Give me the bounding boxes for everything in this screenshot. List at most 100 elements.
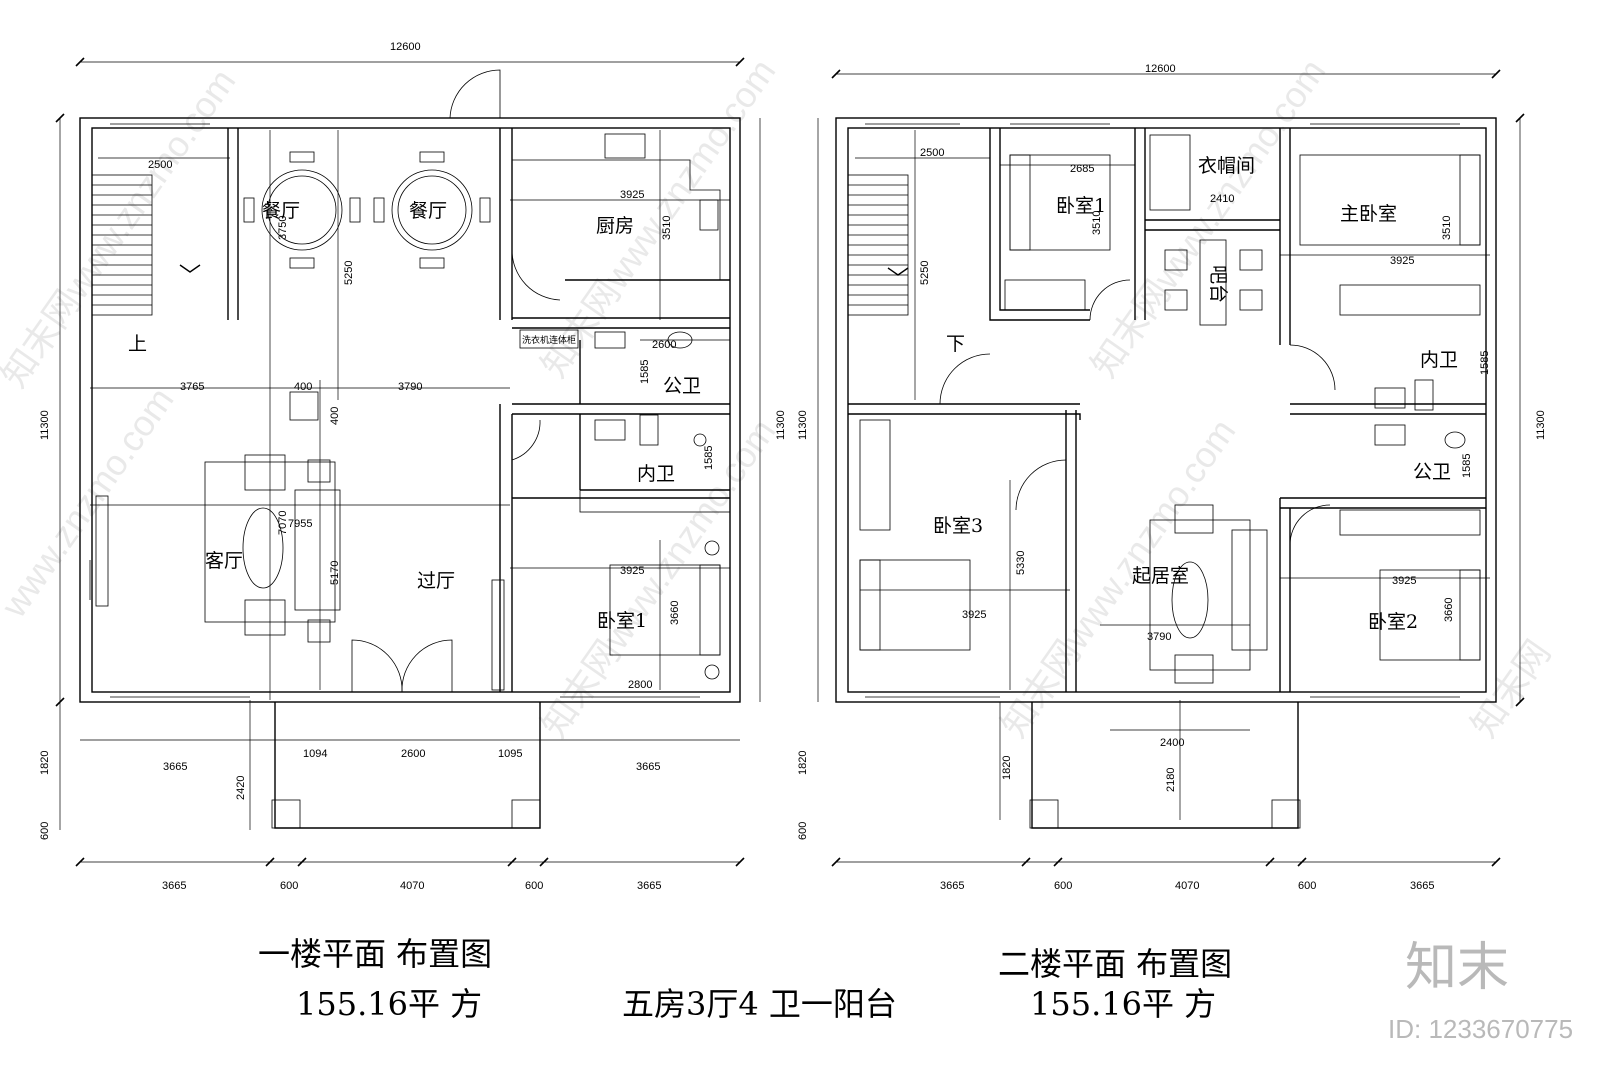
dim-row-a: 3765 bbox=[180, 381, 204, 393]
dim-inner-h: 1585 bbox=[703, 446, 715, 470]
dim-bed2-h: 3660 bbox=[1443, 598, 1455, 622]
dining-table-icon bbox=[243, 151, 491, 269]
bath-fixture-icon bbox=[594, 331, 707, 447]
dim-sofa: 5170 bbox=[329, 561, 341, 585]
plan-1-room-labels: 餐厅 餐厅 厨房 上 公卫 内卫 客厅 过厅 卧室1 洗衣机连体柜 bbox=[128, 200, 701, 632]
brand-logo: 知末 bbox=[1405, 938, 1509, 998]
svg-text:知末网www.znzmo.com: 知末网www.znzmo.com bbox=[993, 411, 1243, 744]
dim-porch-a: 1094 bbox=[303, 748, 327, 760]
room-label-inner-bath: 内卫 bbox=[1420, 349, 1458, 371]
plan-2-dimensions bbox=[817, 69, 1525, 867]
dim-stair-w: 2500 bbox=[920, 147, 944, 159]
dim-col-gap: 400 bbox=[329, 407, 341, 425]
dim-bot-c: 4070 bbox=[1175, 880, 1199, 892]
room-label-inner-bath: 内卫 bbox=[637, 463, 675, 485]
room-label-bedroom1: 卧室1 bbox=[1056, 195, 1106, 217]
svg-text:知末网: 知末网 bbox=[1463, 633, 1559, 745]
sofa-icon bbox=[204, 454, 341, 643]
plan-2-room-labels: 卧室1 衣帽间 主卧室 吧台 下 内卫 公卫 卧室3 起居室 卧室2 bbox=[933, 155, 1458, 633]
room-label-dining-a: 餐厅 bbox=[262, 200, 300, 222]
brand-watermark: 知末 ID: 1233670775 bbox=[1388, 938, 1573, 1044]
dim-top-total: 12600 bbox=[1145, 63, 1176, 75]
room-label-family: 起居室 bbox=[1132, 565, 1189, 587]
svg-text:知末网www.znzmo.com: 知末网www.znzmo.com bbox=[0, 61, 243, 394]
plan-1-walls bbox=[79, 69, 741, 829]
dim-porch-r: 3665 bbox=[636, 761, 660, 773]
dim-living-w: 7955 bbox=[288, 518, 312, 530]
room-label-bar: 吧台 bbox=[1207, 265, 1229, 303]
svg-text:www.znzmo.com: www.znzmo.com bbox=[0, 380, 181, 626]
dim-bot-a: 3665 bbox=[162, 880, 186, 892]
dim-family-w: 3790 bbox=[1147, 631, 1171, 643]
shoe-cabinet-icon bbox=[491, 579, 505, 691]
dim-pub-h: 1585 bbox=[1461, 454, 1473, 478]
wardrobe-icon bbox=[1149, 134, 1263, 326]
room-label-bedroom2: 卧室2 bbox=[1368, 611, 1418, 633]
dim-stair-w: 2500 bbox=[148, 159, 172, 171]
svg-text:知末网www.znzmo.com: 知末网www.znzmo.com bbox=[1083, 51, 1333, 384]
dim-wardrobe-w: 2410 bbox=[1210, 193, 1234, 205]
dim-living-h: 7070 bbox=[277, 511, 289, 535]
dim-bed3-h: 5330 bbox=[1015, 551, 1027, 575]
kitchen-counter-icon bbox=[512, 133, 721, 280]
plan-1: 餐厅 餐厅 厨房 上 公卫 内卫 客厅 过厅 卧室1 洗衣机连体柜 12600 … bbox=[39, 41, 787, 892]
dim-bot-b: 600 bbox=[280, 880, 298, 892]
bed-icon bbox=[579, 489, 731, 680]
room-label-stair-up: 上 bbox=[128, 333, 147, 355]
sofa-icon bbox=[1149, 504, 1268, 684]
dim-porch-base: 600 bbox=[797, 822, 809, 840]
dim-bed1-h: 3510 bbox=[1091, 211, 1103, 235]
dim-bed3-w: 3925 bbox=[962, 609, 986, 621]
dim-dining-h: 3750 bbox=[277, 216, 289, 240]
dim-master-w: 3925 bbox=[1390, 255, 1414, 267]
room-label-bedroom3: 卧室3 bbox=[933, 515, 983, 537]
dim-kitchen-h: 3510 bbox=[661, 216, 673, 240]
dim-porch-b: 2600 bbox=[401, 748, 425, 760]
dim-bath-h: 1585 bbox=[639, 360, 651, 384]
dim-row-c: 3790 bbox=[398, 381, 422, 393]
plan-1-title: 一楼平面 布置图 bbox=[258, 935, 492, 973]
dim-bed-h: 3660 bbox=[669, 601, 681, 625]
room-label-washer: 洗衣机连体柜 bbox=[522, 334, 576, 346]
dim-balcony-h: 2180 bbox=[1165, 768, 1177, 792]
dim-side-right: 11300 bbox=[775, 410, 787, 440]
dim-master-h: 3510 bbox=[1441, 216, 1453, 240]
dim-stair-h: 5250 bbox=[919, 261, 931, 285]
dim-top-total: 12600 bbox=[390, 41, 421, 53]
dim-side-left: 11300 bbox=[39, 410, 51, 440]
room-label-hall: 过厅 bbox=[417, 570, 455, 592]
dim-bath-w: 2600 bbox=[652, 339, 676, 351]
dim-bath-h: 1585 bbox=[1479, 351, 1491, 375]
tv-cabinet-icon bbox=[95, 495, 109, 607]
dim-bed-b: 2800 bbox=[628, 679, 652, 691]
dim-kitchen-w: 3925 bbox=[620, 189, 644, 201]
dim-side-right: 11300 bbox=[1535, 410, 1547, 440]
dim-bot-c: 4070 bbox=[400, 880, 424, 892]
dim-bot-d: 600 bbox=[1298, 880, 1316, 892]
dim-porch-side-outer: 1820 bbox=[797, 751, 809, 775]
dim-bot-d: 600 bbox=[525, 880, 543, 892]
plan-1-dim-labels: 12600 11300 11300 2500 3750 5250 3925 35… bbox=[39, 41, 787, 892]
bath-fixture-icon bbox=[1374, 379, 1466, 449]
dim-row-b: 400 bbox=[294, 381, 312, 393]
plan-1-dimensions bbox=[55, 57, 761, 867]
captions: 一楼平面 布置图 155.16平 方 五房3厅4 卫一阳台 二楼平面 布置图 1… bbox=[258, 935, 1232, 1023]
dim-bot-e: 3665 bbox=[1410, 880, 1434, 892]
dim-porch-l: 3665 bbox=[163, 761, 187, 773]
dim-porch-side: 1820 bbox=[1001, 756, 1013, 780]
dim-bed1-w: 2685 bbox=[1070, 163, 1094, 175]
dim-balcony-w: 2400 bbox=[1160, 737, 1184, 749]
dim-stair-h: 5250 bbox=[343, 261, 355, 285]
room-label-master: 主卧室 bbox=[1340, 203, 1397, 225]
plan-2-dim-labels: 12600 11300 11300 2500 5250 2685 3510 24… bbox=[797, 63, 1547, 892]
svg-text:知末网www.znzmo.com: 知末网www.znzmo.com bbox=[533, 411, 783, 744]
dim-side-left: 11300 bbox=[797, 410, 809, 440]
summary-caption: 五房3厅4 卫一阳台 bbox=[622, 985, 897, 1023]
dim-bed2-w: 3925 bbox=[1392, 575, 1416, 587]
dim-porch-base: 600 bbox=[39, 822, 51, 840]
room-label-dining-b: 餐厅 bbox=[409, 200, 447, 222]
plan-2-area: 155.16平 方 bbox=[1030, 985, 1216, 1023]
plan-1-area: 155.16平 方 bbox=[296, 985, 482, 1023]
plan-2-walls bbox=[835, 117, 1497, 829]
